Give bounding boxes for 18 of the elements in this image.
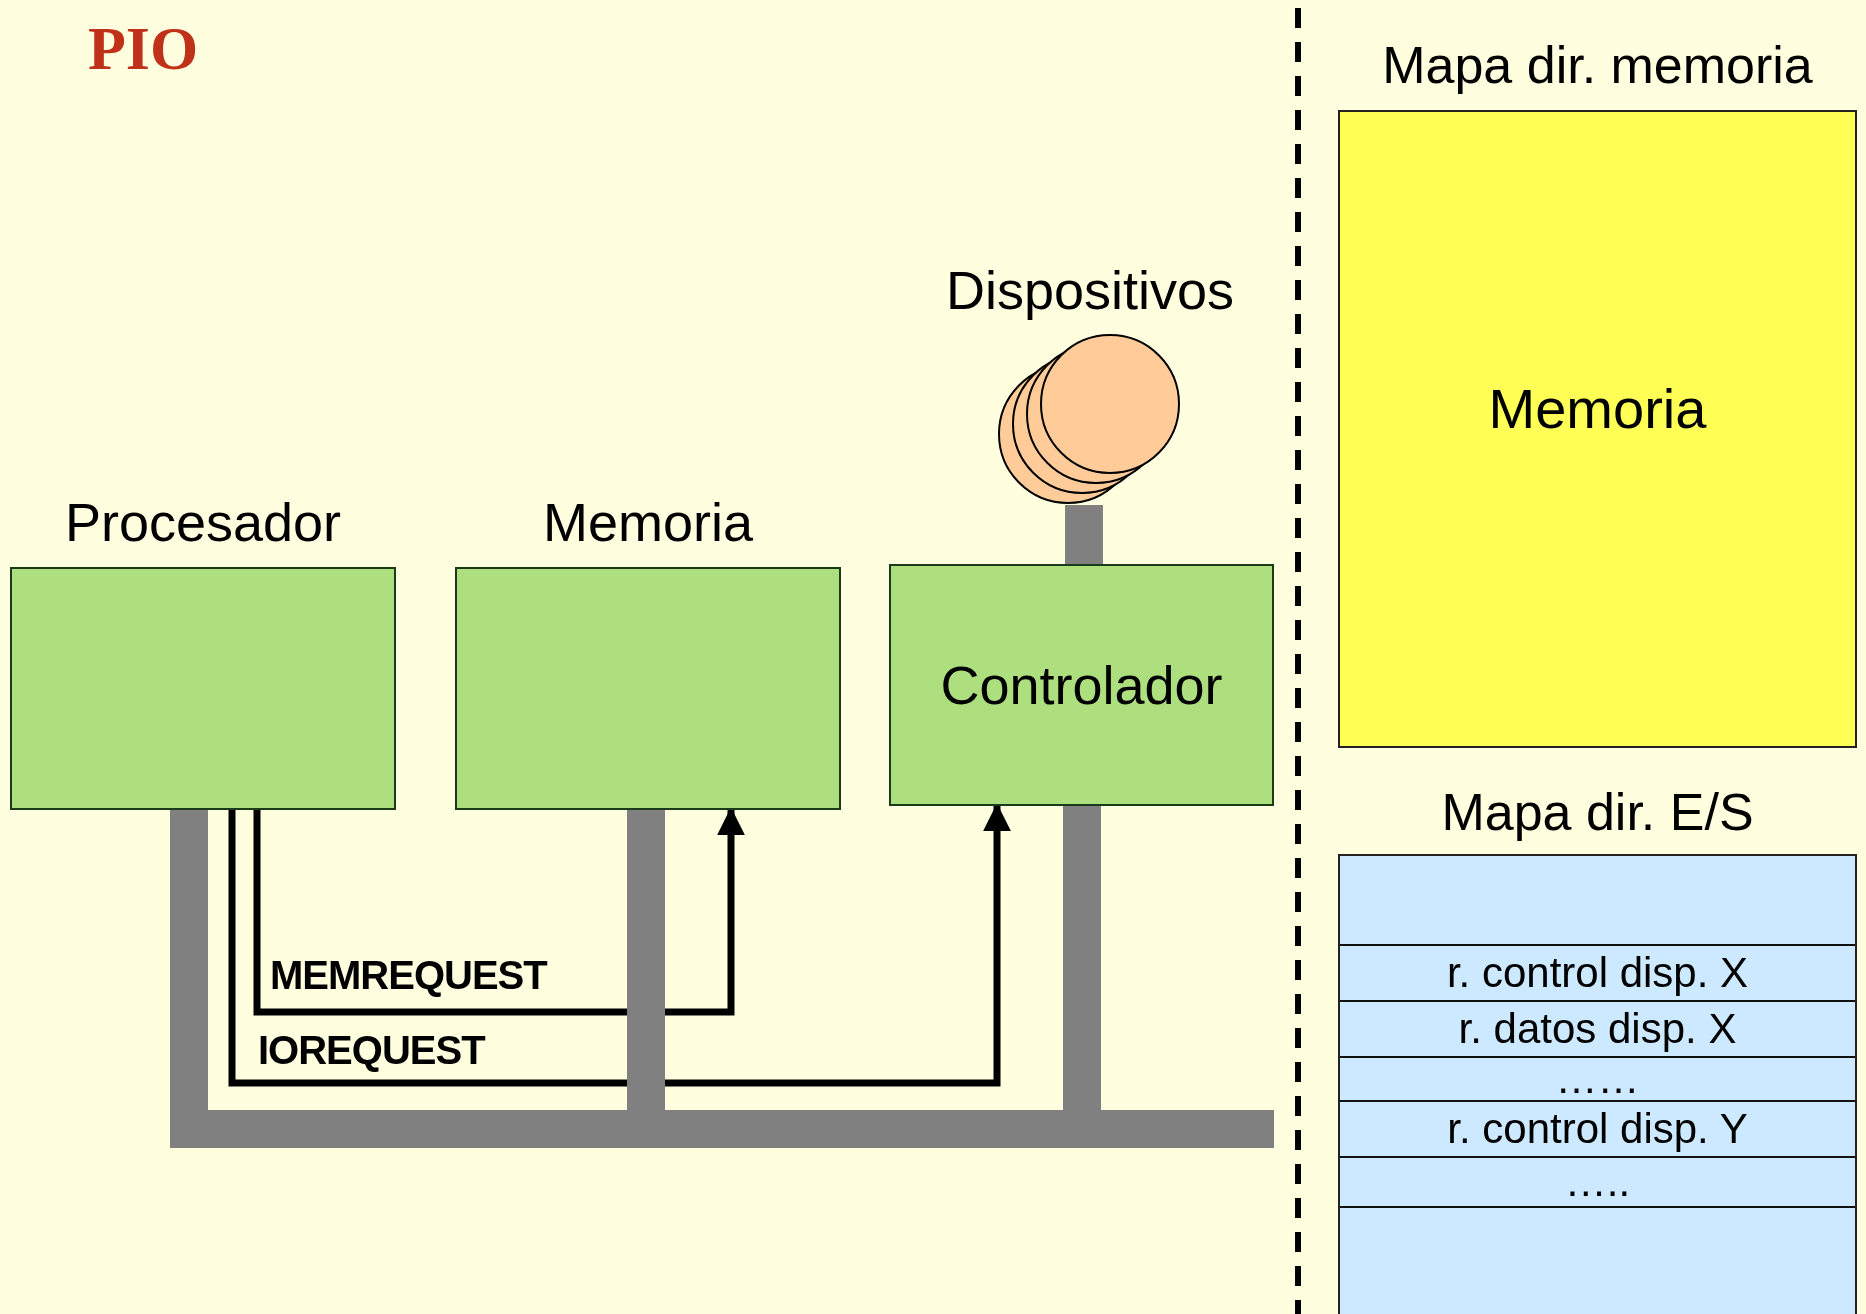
component-label: Controlador: [940, 658, 1223, 712]
region-label: Memoria: [1488, 381, 1707, 437]
component-heading: Procesador: [64, 495, 342, 549]
bus-line: [1065, 505, 1103, 564]
register-row: …..: [1564, 1161, 1631, 1203]
register-row: r. datos disp. X: [1458, 1008, 1737, 1050]
signal-label: IOREQUEST: [258, 1028, 485, 1072]
component-box: [10, 567, 396, 810]
register-row: ……: [1555, 1058, 1640, 1100]
register-row: r. control disp. Y: [1447, 1108, 1748, 1150]
register-row: r. control disp. X: [1446, 952, 1749, 994]
component-box: [455, 567, 841, 810]
signal-label: MEMREQUEST: [270, 953, 547, 997]
component-box: [889, 564, 1274, 806]
io-map-region: [1338, 854, 1857, 1314]
slide-title: PIO: [88, 13, 199, 84]
memory-region: [1338, 110, 1857, 748]
component-heading: Memoria: [542, 495, 753, 549]
